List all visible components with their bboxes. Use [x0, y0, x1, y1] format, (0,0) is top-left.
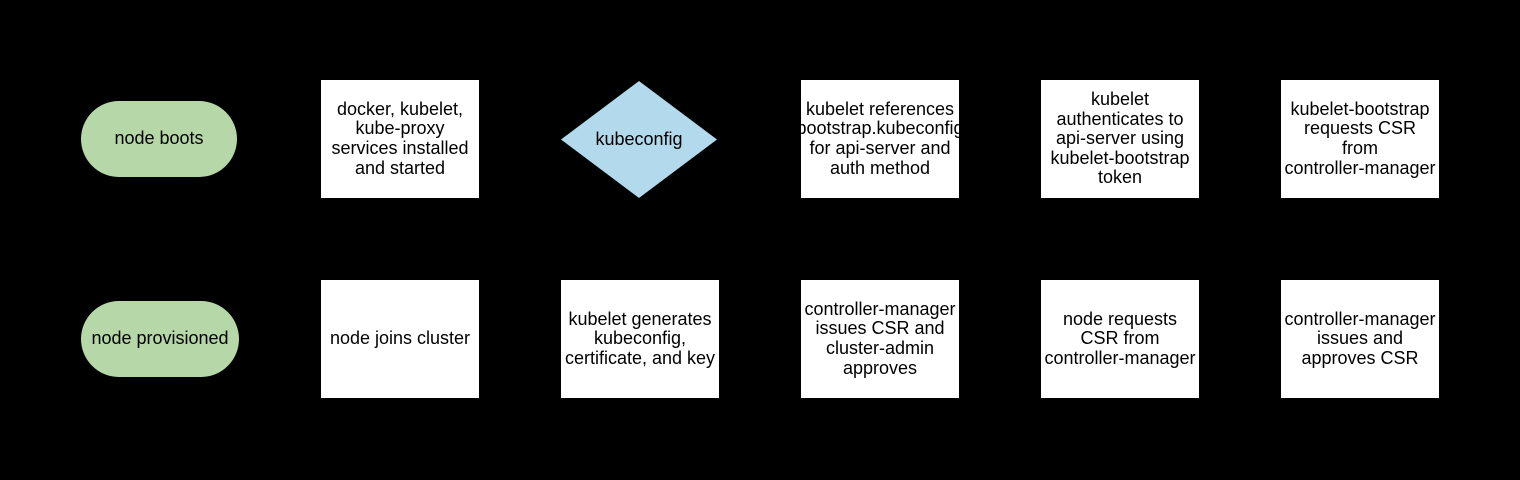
process-node-joins-cluster-label: node joins cluster [329, 328, 471, 349]
diamond-shape [561, 81, 717, 198]
terminal-node-boots: node boots [81, 101, 237, 177]
process-node-joins-cluster: node joins cluster [321, 280, 479, 398]
decision-kubeconfig-label: kubeconfig [595, 128, 683, 149]
decision-kubeconfig: kubeconfig [561, 81, 717, 198]
terminal-node-provisioned: node provisioned [81, 301, 239, 377]
terminal-node-boots-label: node boots [114, 128, 204, 149]
terminal-node-provisioned-label: node provisioned [91, 328, 229, 349]
